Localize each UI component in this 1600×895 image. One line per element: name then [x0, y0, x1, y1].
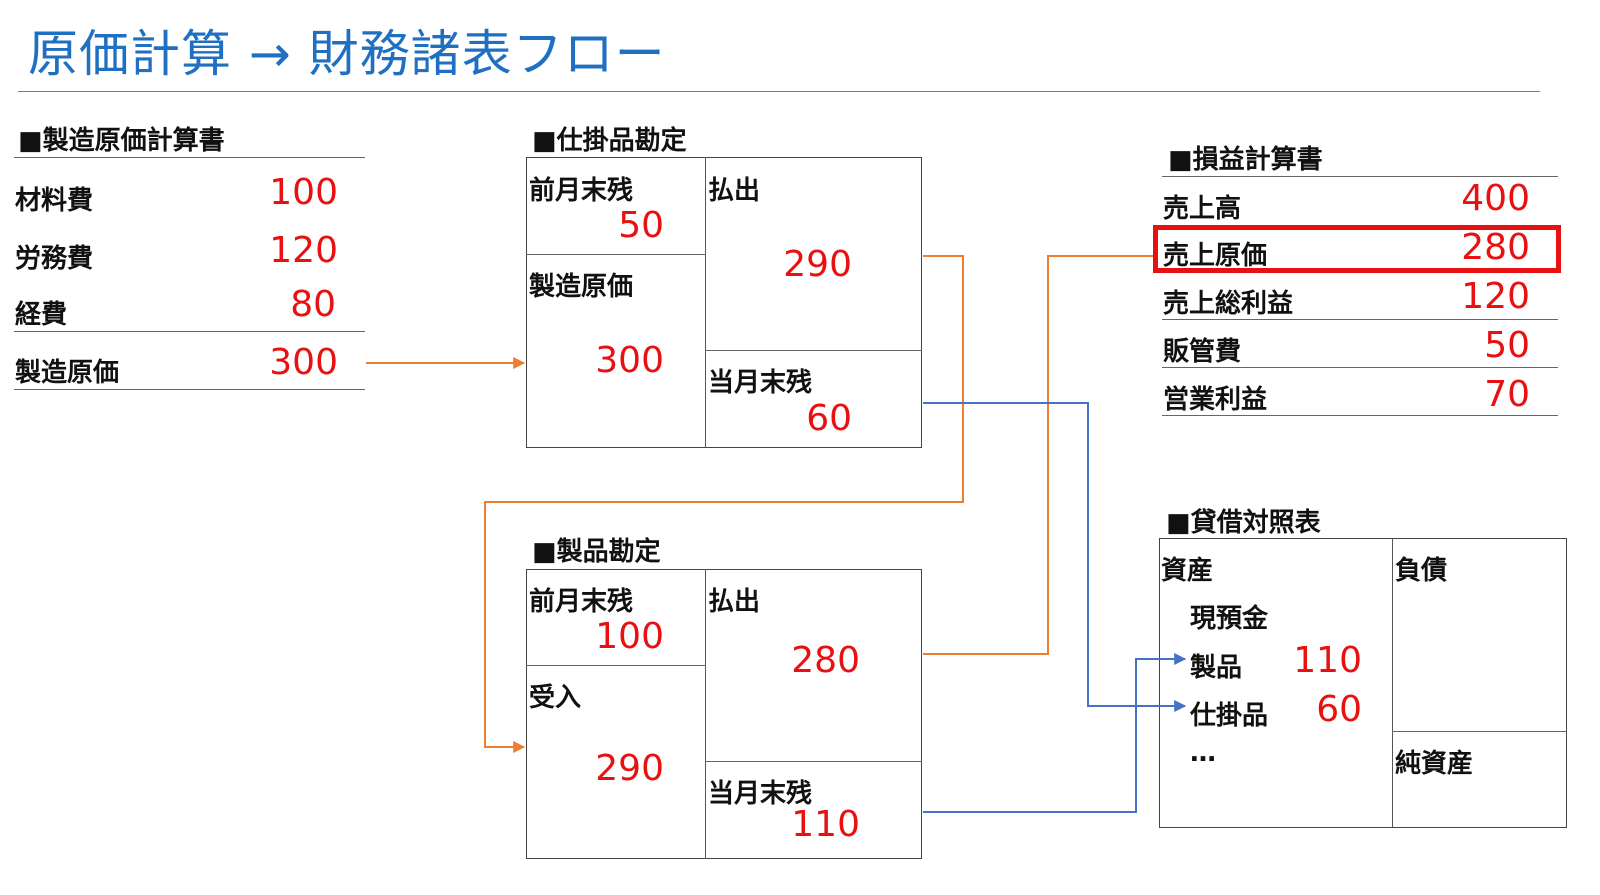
balance-sheet-heading: ■貸借対照表	[1166, 508, 1321, 538]
material-cost-value: 100	[269, 172, 338, 213]
sales-value: 400	[1461, 178, 1530, 219]
sales-label: 売上高	[1163, 194, 1242, 224]
divider	[705, 761, 922, 762]
cash-label: 現預金	[1190, 604, 1269, 634]
divider	[14, 157, 365, 158]
product-opening-value: 100	[595, 616, 664, 657]
divider	[705, 569, 706, 859]
liabilities-label: 負債	[1395, 556, 1448, 586]
wip-account-heading: ■仕掛品勘定	[532, 126, 687, 156]
bs-products-label: 製品	[1190, 653, 1243, 683]
operating-income-value: 70	[1484, 374, 1530, 415]
sga-value: 50	[1484, 325, 1530, 366]
divider	[1162, 415, 1558, 416]
wip-input-label: 製造原価	[529, 272, 634, 302]
gross-profit-value: 120	[1461, 276, 1530, 317]
page-title: 原価計算 → 財務諸表フロー	[28, 25, 666, 83]
wip-opening-label: 前月末残	[529, 176, 634, 206]
more-items-label: …	[1190, 738, 1216, 768]
divider	[1162, 176, 1558, 177]
operating-income-label: 営業利益	[1163, 385, 1268, 415]
divider	[14, 389, 365, 390]
manufacturing-cost-heading: ■製造原価計算書	[18, 126, 225, 156]
product-t-account-frame	[526, 569, 922, 859]
manufacturing-cost-total-label: 製造原価	[15, 358, 120, 388]
overhead-label: 経費	[15, 300, 68, 330]
divider	[14, 331, 365, 332]
bs-wip-value: 60	[1316, 689, 1362, 730]
product-input-label: 受入	[529, 683, 582, 713]
sga-label: 販管費	[1163, 337, 1242, 367]
bs-products-value: 110	[1293, 640, 1362, 681]
product-opening-label: 前月末残	[529, 587, 634, 617]
wip-to-product-arrow	[484, 255, 964, 753]
balance-sheet-frame	[1159, 538, 1567, 828]
gross-profit-label: 売上総利益	[1163, 289, 1294, 319]
divider	[1392, 538, 1393, 828]
wip-output-value: 290	[783, 244, 852, 285]
labor-cost-label: 労務費	[15, 244, 94, 274]
divider	[705, 350, 922, 351]
bs-wip-label: 仕掛品	[1190, 701, 1269, 731]
divider	[526, 665, 706, 666]
product-closing-to-bs-arrow	[923, 653, 1187, 813]
product-output-value: 280	[791, 640, 860, 681]
income-statement-heading: ■損益計算書	[1168, 145, 1323, 175]
divider	[1162, 319, 1558, 320]
wip-t-account-frame	[526, 157, 922, 448]
cost-of-sales-label: 売上原価	[1163, 241, 1268, 271]
material-cost-label: 材料費	[15, 186, 94, 216]
divider	[1162, 367, 1558, 368]
product-input-value: 290	[595, 748, 664, 789]
cost-of-sales-value: 280	[1461, 227, 1530, 268]
divider	[526, 254, 706, 255]
wip-input-value: 300	[595, 340, 664, 381]
wip-output-label: 払出	[708, 176, 761, 206]
wip-closing-value: 60	[806, 398, 852, 439]
wip-closing-label: 当月末残	[708, 368, 813, 398]
product-closing-label: 当月末残	[708, 779, 813, 809]
product-account-heading: ■製品勘定	[532, 537, 661, 567]
wip-opening-value: 50	[618, 205, 664, 246]
divider	[705, 157, 706, 448]
product-to-cost-of-sales-line	[923, 255, 1153, 655]
product-closing-value: 110	[791, 804, 860, 845]
title-divider	[18, 91, 1540, 92]
assets-label: 資産	[1161, 556, 1214, 586]
divider	[1392, 731, 1567, 732]
net-assets-label: 純資産	[1395, 749, 1474, 779]
overhead-value: 80	[290, 284, 336, 325]
manufacturing-cost-total-value: 300	[269, 342, 338, 383]
highlight-box	[1153, 225, 1561, 273]
labor-cost-value: 120	[269, 230, 338, 271]
product-output-label: 払出	[708, 587, 761, 617]
